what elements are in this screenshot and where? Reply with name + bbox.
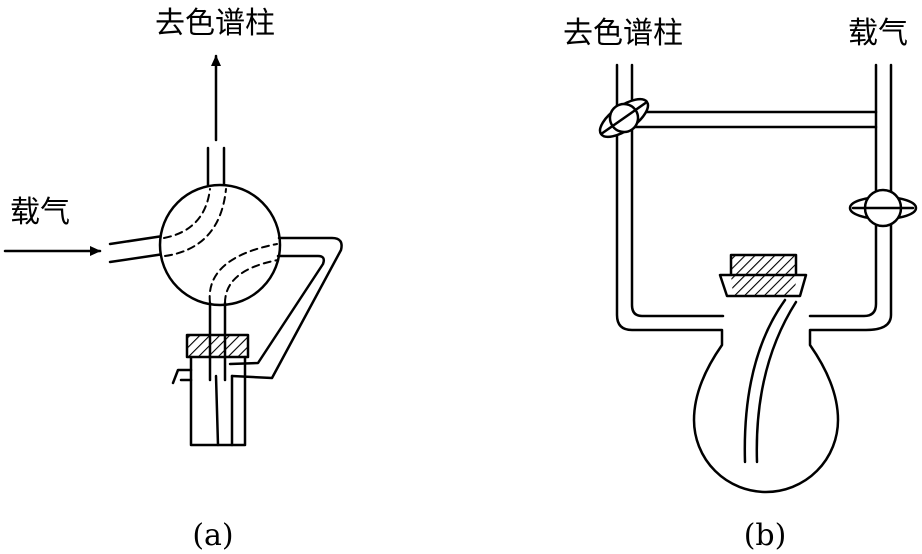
panel-b-column-label: 去色谱柱 xyxy=(563,16,683,51)
panel-a: 去色谱柱 载气 xyxy=(3,6,343,553)
panel-b-inner-tube-right xyxy=(808,63,878,318)
panel-a-inlet-tube xyxy=(108,234,166,264)
panel-a-stopper xyxy=(185,333,250,359)
panel-b-stopcock-left xyxy=(598,97,650,139)
panel-a-caption: (a) xyxy=(192,518,233,553)
panel-b-dip-tube xyxy=(743,298,798,464)
panel-a-valve-channels xyxy=(163,188,279,304)
panel-b-outer-tube xyxy=(615,63,893,494)
panel-b-bypass-tube xyxy=(630,110,878,129)
panel-b-gas-label: 载气 xyxy=(848,16,908,51)
panel-b-stopcock-right xyxy=(848,188,918,228)
panel-a-outlet-tube xyxy=(206,146,226,192)
panel-b: 去色谱柱 载气 xyxy=(563,16,918,553)
panel-a-column-label: 去色谱柱 xyxy=(155,6,275,41)
panel-b-caption: (b) xyxy=(744,518,787,553)
panel-a-rotary-valve xyxy=(158,183,282,307)
panel-a-return-tube xyxy=(228,236,343,380)
panel-a-gas-label: 载气 xyxy=(10,195,70,230)
panel-a-vessel xyxy=(171,355,247,447)
panel-b-inner-tube-left xyxy=(630,63,725,318)
